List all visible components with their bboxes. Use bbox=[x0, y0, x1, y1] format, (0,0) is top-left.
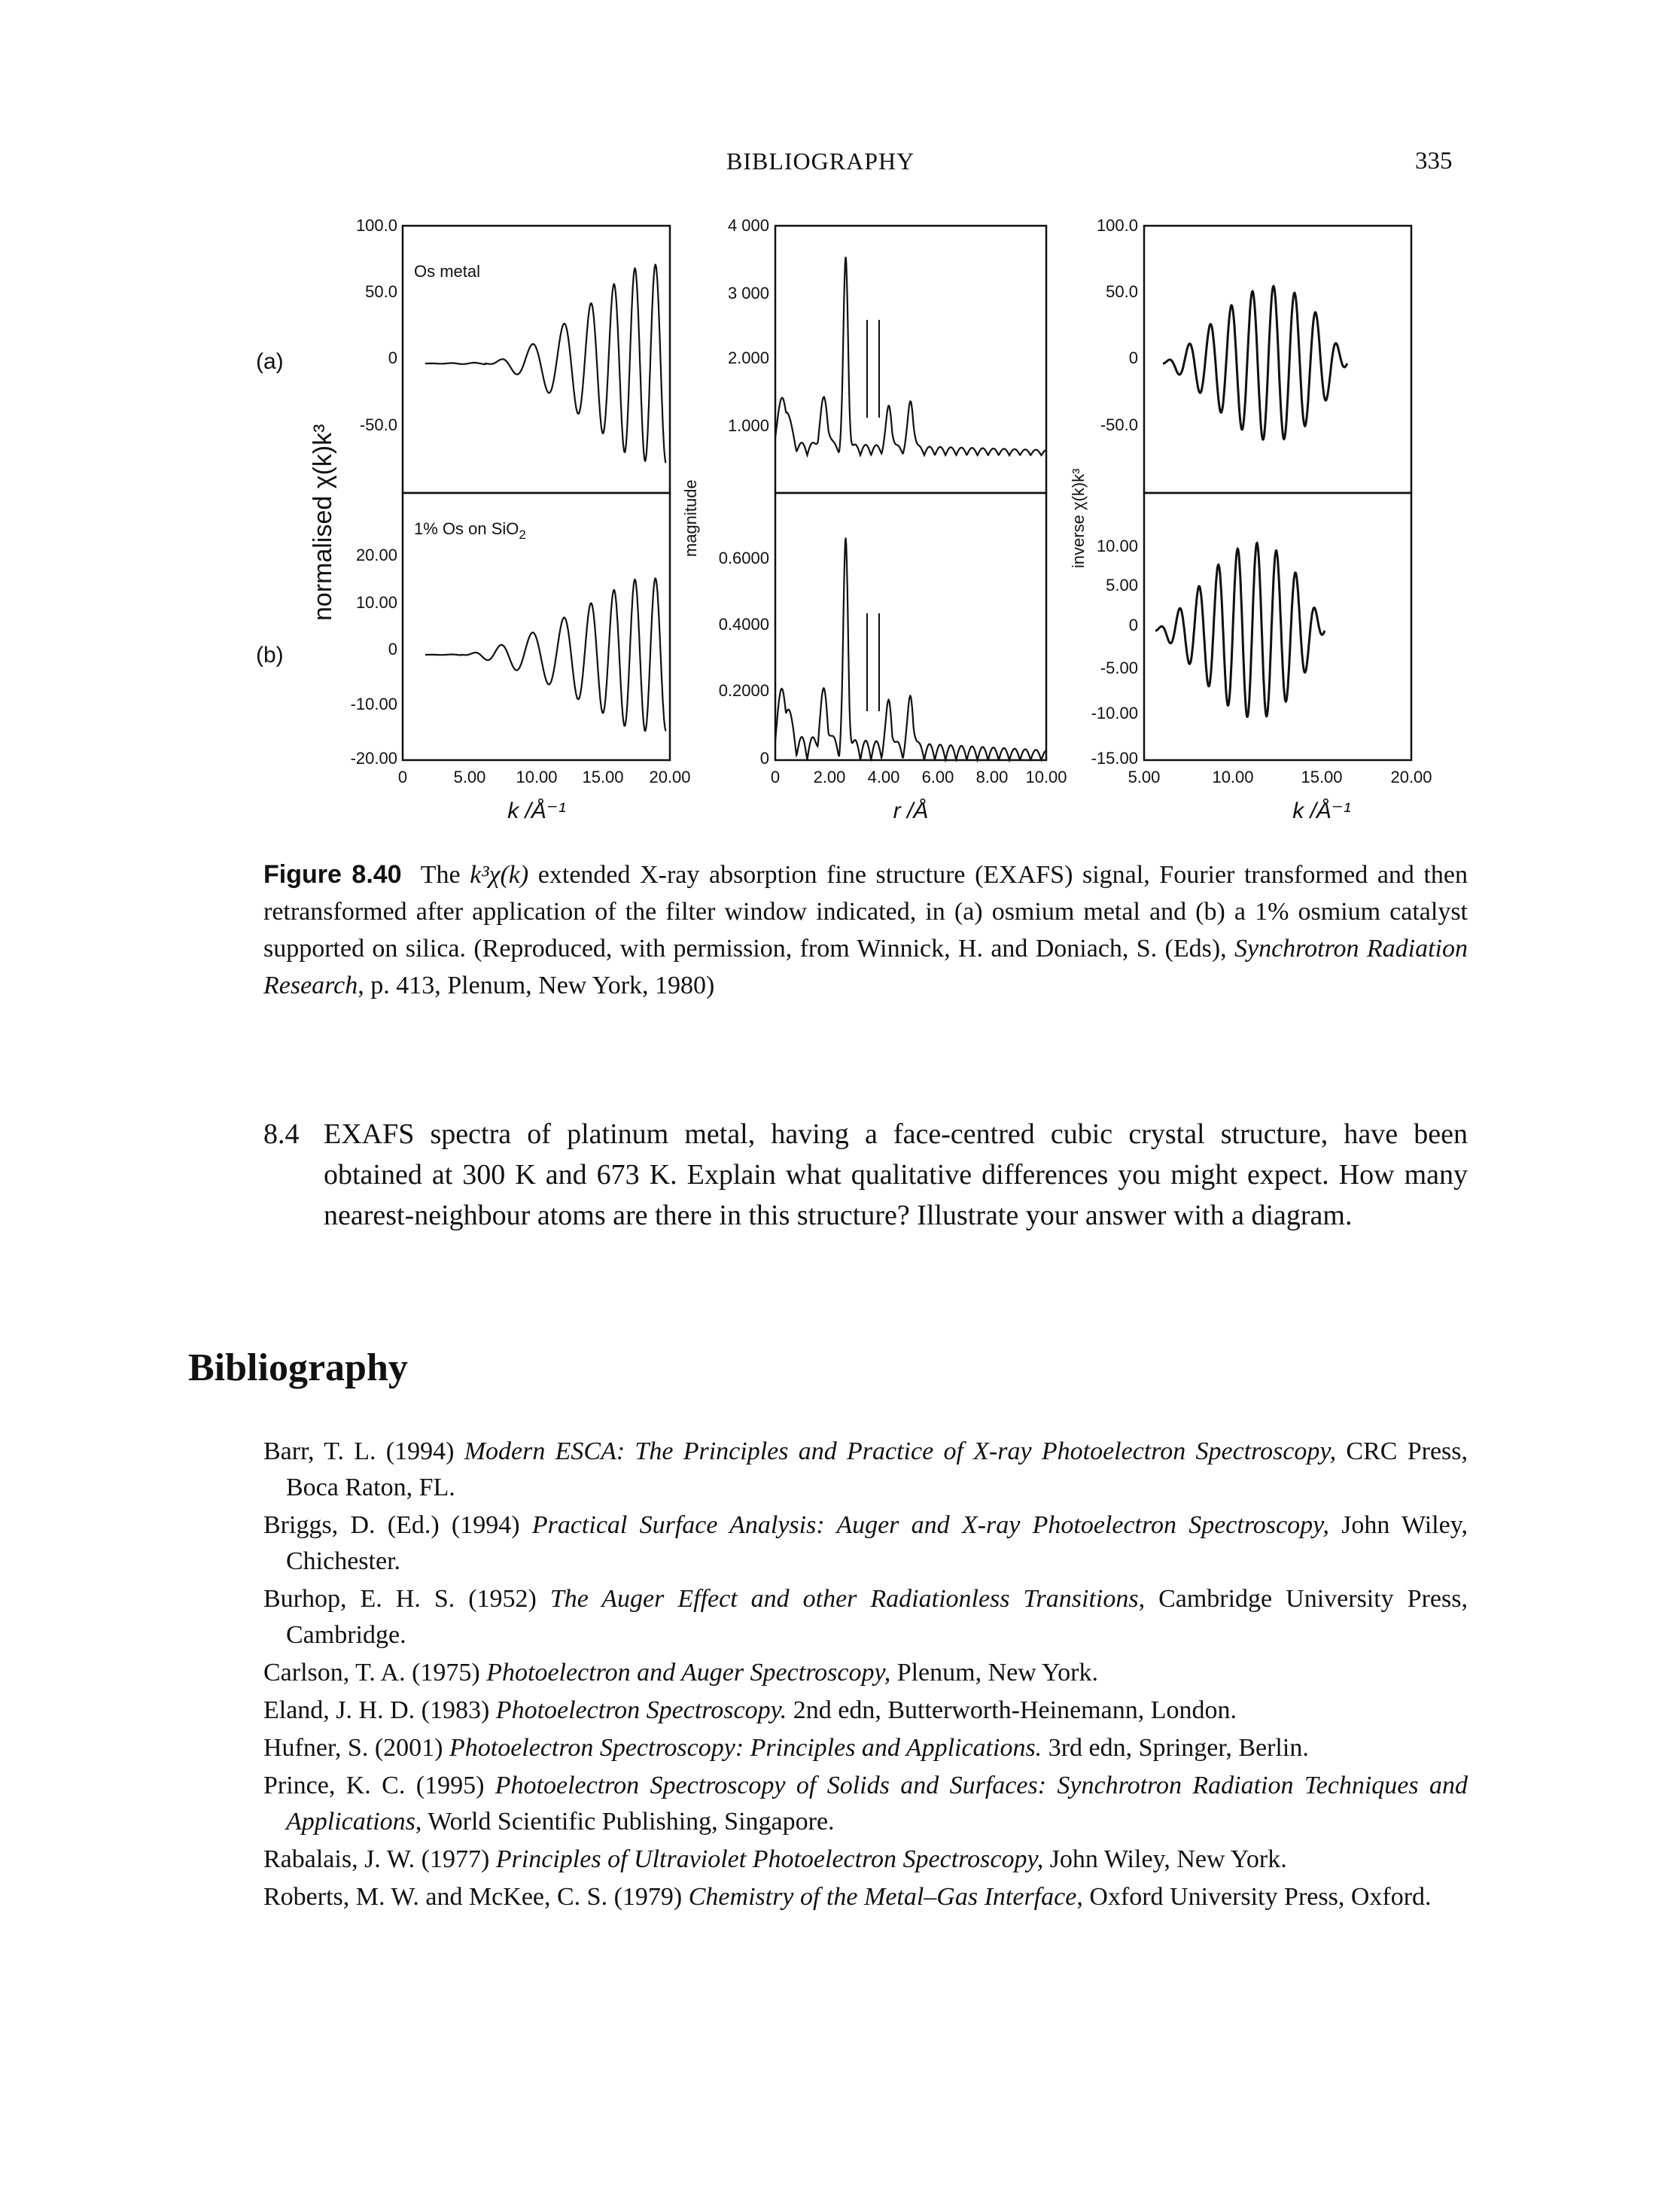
os-sio2-ft-trace bbox=[774, 537, 1047, 763]
right-top-ytick: -50.0 bbox=[1100, 415, 1138, 434]
mid-x-axis-label: r /Å bbox=[893, 798, 929, 823]
left-bottom-ytick: -10.00 bbox=[351, 695, 397, 713]
os-sio2-inverse-trace bbox=[1155, 541, 1326, 719]
right-bottom-ytick: -15.00 bbox=[1091, 749, 1138, 768]
panel-label-a: (a) bbox=[256, 349, 284, 374]
exercise-8-4: 8.4 EXAFS spectra of platinum metal, hav… bbox=[263, 1114, 1468, 1236]
mid-xtick: 4.00 bbox=[868, 768, 900, 786]
right-bottom-ytick: -5.00 bbox=[1100, 659, 1138, 677]
mid-top-ytick: 2.000 bbox=[728, 348, 769, 367]
figure-caption: Figure 8.40 The k³χ(k) extended X-ray ab… bbox=[263, 856, 1468, 1004]
figure-label: Figure 8.40 bbox=[263, 860, 402, 889]
caption-text-1: The bbox=[420, 861, 470, 889]
right-xtick: 5.00 bbox=[1128, 768, 1161, 786]
right-bottom-ytick: 10.00 bbox=[1097, 537, 1138, 555]
bibliography-entry: Hufner, S. (2001) Photoelectron Spectros… bbox=[263, 1734, 1309, 1762]
caption-text-2: extended X-ray absorption fine structure… bbox=[263, 861, 1468, 963]
left-xtick: 20.00 bbox=[649, 768, 690, 786]
mid-bottom-plot-frame bbox=[774, 491, 1048, 762]
mid-bottom-ytick: 0.6000 bbox=[719, 549, 769, 567]
left-xtick: 15.00 bbox=[582, 768, 623, 786]
bibliography-entry: Prince, K. C. (1995) Photoelectron Spect… bbox=[263, 1772, 1468, 1836]
bibliography-entry: Burhop, E. H. S. (1952) The Auger Effect… bbox=[263, 1585, 1468, 1649]
exercise-number: 8.4 bbox=[263, 1118, 300, 1150]
mid-top-ytick: 4 000 bbox=[728, 216, 769, 235]
caption-text-3: , p. 413, Plenum, New York, 1980) bbox=[358, 972, 715, 999]
right-x-axis-label: k /Å⁻¹ bbox=[1292, 798, 1351, 823]
bibliography-entry: Briggs, D. (Ed.) (1994) Practical Surfac… bbox=[263, 1511, 1468, 1575]
right-top-ytick: 100.0 bbox=[1097, 216, 1138, 235]
mid-bottom-ytick: 0.4000 bbox=[719, 615, 769, 634]
mid-xtick: 6.00 bbox=[922, 768, 954, 786]
caption-source-title: Synchrotron Radiation Research bbox=[263, 935, 1468, 999]
right-bottom-plot-frame bbox=[1143, 491, 1413, 762]
right-xtick: 20.00 bbox=[1390, 768, 1432, 786]
panel-label-b: (b) bbox=[256, 643, 284, 668]
mid-xtick: 10.00 bbox=[1025, 768, 1067, 786]
left-y-axis-label: normalised χ(k)k³ bbox=[309, 424, 337, 621]
mid-y-axis-label: magnitude bbox=[681, 479, 700, 557]
left-top-ytick: 50.0 bbox=[365, 282, 397, 301]
os-metal-exafs-trace bbox=[425, 263, 667, 464]
bibliography-entry: Roberts, M. W. and McKee, C. S. (1979) C… bbox=[263, 1883, 1432, 1911]
left-x-axis-label: k /Å⁻¹ bbox=[507, 798, 566, 823]
mid-xtick: 0 bbox=[771, 768, 780, 786]
mid-xtick: 8.00 bbox=[976, 768, 1009, 786]
bibliography-entry: Eland, J. H. D. (1983) Photoelectron Spe… bbox=[263, 1696, 1237, 1724]
right-bottom-ytick: 0 bbox=[1129, 616, 1138, 634]
right-top-ytick: 50.0 bbox=[1106, 282, 1138, 301]
os-sio2-exafs-trace bbox=[425, 577, 667, 732]
right-y-axis-label: inverse χ(k)k³ bbox=[1069, 468, 1088, 568]
mid-bottom-ytick: 0.2000 bbox=[719, 681, 769, 700]
running-head-title: BIBLIOGRAPHY bbox=[726, 148, 915, 175]
left-bottom-ytick: 0 bbox=[388, 640, 397, 659]
mid-top-ytick: 3 000 bbox=[728, 284, 769, 303]
bibliography-list: Barr, T. L. (1994) Modern ESCA: The Prin… bbox=[263, 1434, 1468, 1917]
mid-xtick: 2.00 bbox=[814, 768, 846, 786]
page-number: 335 bbox=[1415, 148, 1453, 175]
panel-title-os-metal: Os metal bbox=[414, 262, 480, 281]
bibliography-heading: Bibliography bbox=[188, 1346, 408, 1389]
bibliography-entry: Barr, T. L. (1994) Modern ESCA: The Prin… bbox=[263, 1437, 1468, 1501]
left-top-ytick: 100.0 bbox=[356, 216, 397, 235]
right-bottom-ytick: 5.00 bbox=[1106, 576, 1138, 595]
os-metal-ft-trace bbox=[774, 257, 1047, 458]
caption-math: k³χ(k) bbox=[470, 861, 529, 889]
left-xtick: 5.00 bbox=[454, 768, 486, 786]
panel-title-os-on-sio2: 1% Os on SiO2 bbox=[414, 519, 526, 542]
right-xtick: 15.00 bbox=[1301, 768, 1342, 786]
os-metal-inverse-trace bbox=[1163, 284, 1349, 441]
right-bottom-ytick: -10.00 bbox=[1091, 704, 1138, 722]
bibliography-entry: Carlson, T. A. (1975) Photoelectron and … bbox=[263, 1659, 1099, 1687]
left-xtick: 0 bbox=[398, 768, 407, 786]
left-bottom-ytick: 10.00 bbox=[356, 593, 397, 612]
exafs-figure-svg: (a) (b) normalised χ(k)k³ magnitude inve… bbox=[256, 216, 1432, 823]
left-bottom-ytick: -20.00 bbox=[351, 749, 397, 768]
figure-8-40: (a) (b) normalised χ(k)k³ magnitude inve… bbox=[256, 192, 1460, 839]
left-bottom-ytick: 20.00 bbox=[356, 546, 397, 564]
mid-top-ytick: 1.000 bbox=[728, 416, 769, 435]
left-top-ytick: -50.0 bbox=[360, 415, 397, 434]
mid-top-plot-frame bbox=[774, 224, 1048, 494]
left-xtick: 10.00 bbox=[516, 768, 557, 786]
exercise-text: EXAFS spectra of platinum metal, having … bbox=[324, 1118, 1468, 1231]
left-top-ytick: 0 bbox=[388, 348, 397, 367]
mid-bottom-ytick: 0 bbox=[760, 749, 769, 768]
spectra-traces bbox=[425, 257, 1349, 763]
right-top-ytick: 0 bbox=[1129, 348, 1138, 367]
left-bottom-plot-frame bbox=[401, 491, 671, 762]
running-head: BIBLIOGRAPHY 335 bbox=[0, 148, 1680, 178]
right-xtick: 10.00 bbox=[1212, 768, 1253, 786]
bibliography-entry: Rabalais, J. W. (1977) Principles of Ult… bbox=[263, 1845, 1287, 1873]
